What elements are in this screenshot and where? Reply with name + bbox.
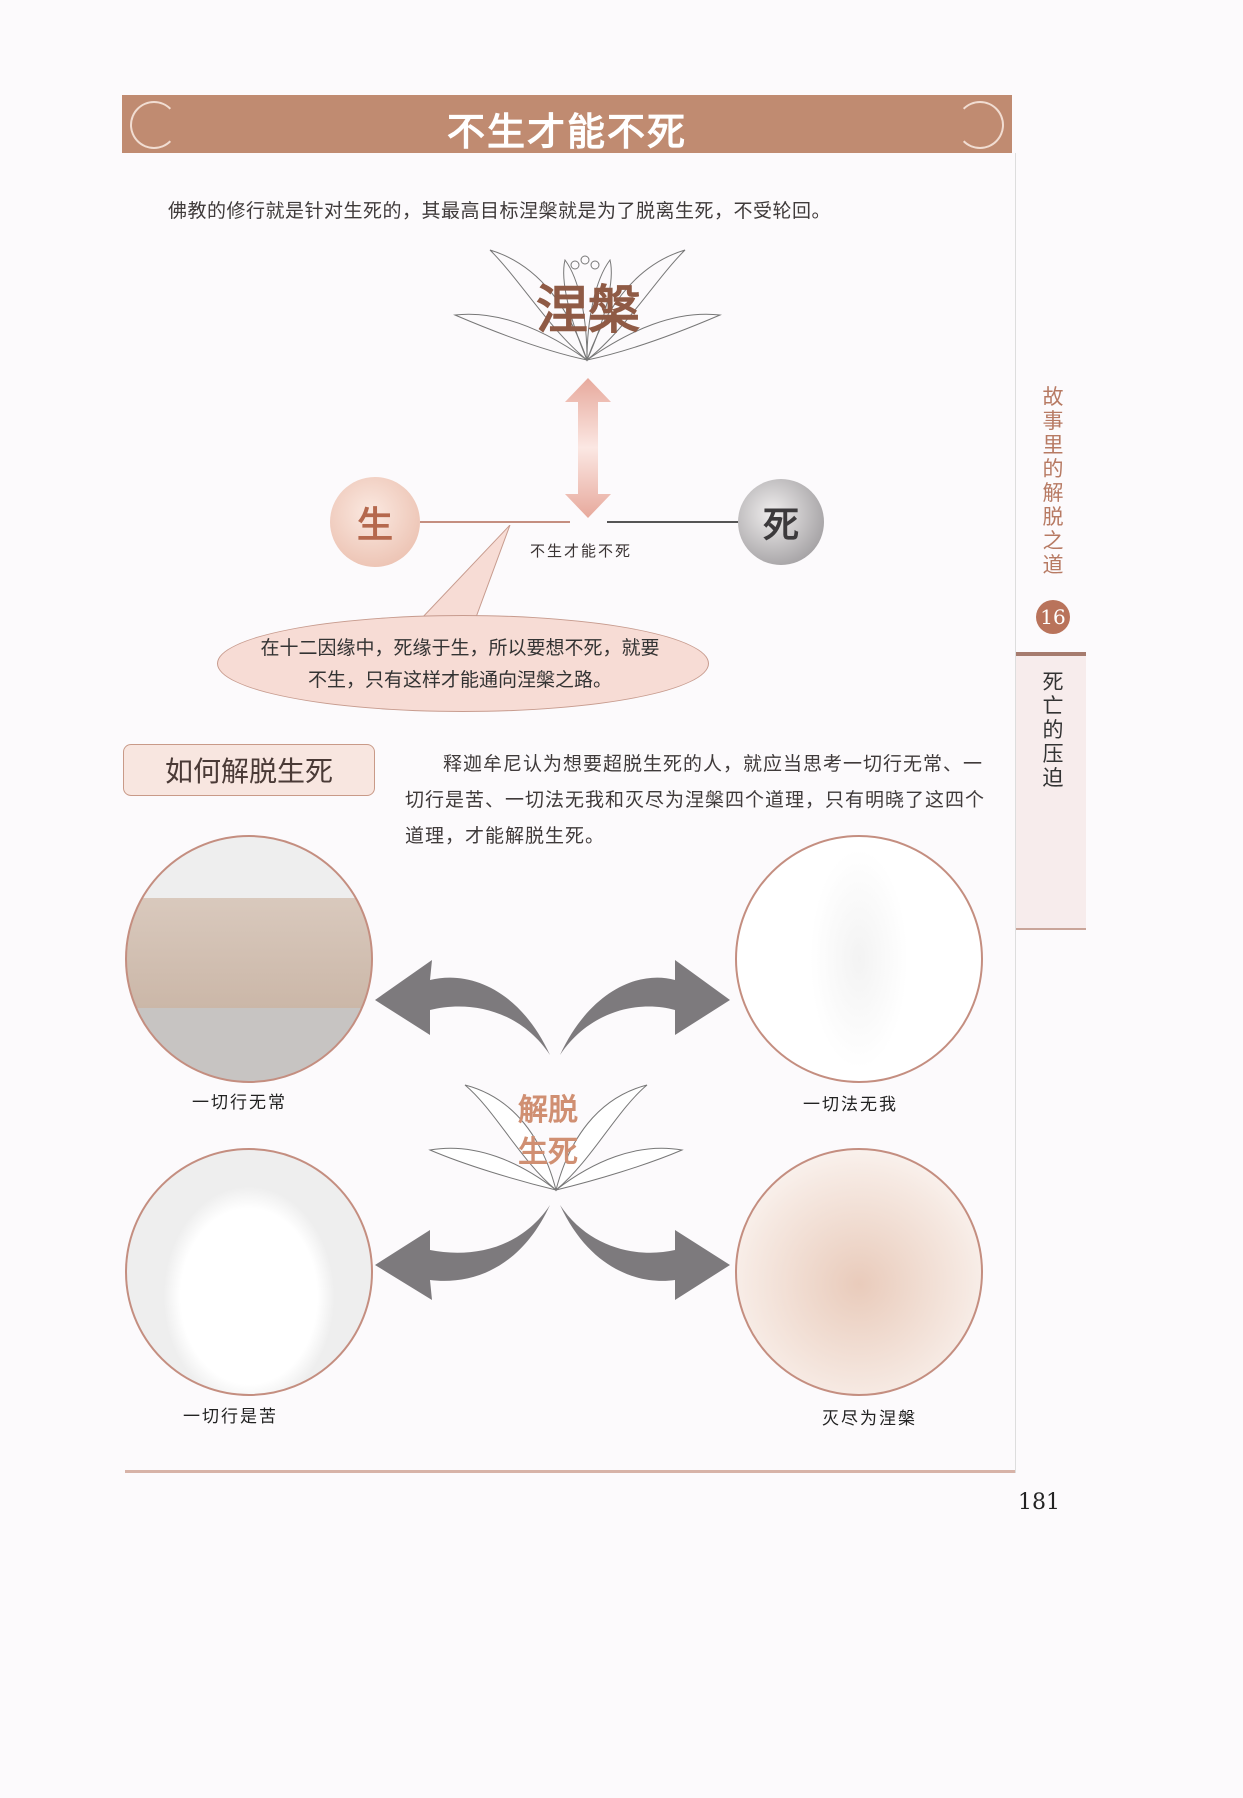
label-nirvana: 灭尽为涅槃	[822, 1409, 917, 1429]
center-label: 解脱 生死	[518, 1090, 578, 1174]
divider-line	[420, 521, 570, 523]
birth-circle: 生	[330, 477, 420, 567]
ornament-icon	[956, 101, 1004, 149]
nirvana-label: 涅槃	[536, 280, 641, 341]
label-no-self: 一切法无我	[803, 1095, 898, 1115]
lotus-icon	[453, 249, 722, 362]
speech-bubble	[217, 615, 709, 712]
body-paragraph: 释迦牟尼认为想要超脱生死的人，就应当思考一切行无常、一切行是苦、一切法无我和灭尽…	[405, 753, 986, 847]
lotus-icon	[428, 1084, 684, 1192]
divider-line	[607, 521, 740, 523]
grave-illustration	[125, 835, 373, 1083]
ornament-icon	[130, 101, 178, 149]
margin-rule	[1015, 153, 1016, 1473]
footer-rule	[125, 1470, 1015, 1473]
chapter-badge: 16	[1036, 600, 1070, 634]
label-impermanence: 一切行无常	[192, 1093, 287, 1113]
buddha-illustration	[735, 1148, 983, 1396]
sidebar-chapter-title: 死亡的压迫	[1042, 670, 1064, 790]
face-illustration	[125, 1148, 373, 1396]
arrow-icon	[560, 960, 730, 1055]
arrow-icon	[375, 1205, 550, 1300]
double-arrow-icon	[565, 378, 611, 518]
diagram-caption: 不生才能不死	[530, 542, 633, 560]
page-number: 181	[1018, 1490, 1060, 1515]
bubble-text: 在十二因缘中，死缘于生，所以要想不死，就要不生，只有这样才能通向涅槃之路。	[260, 637, 660, 691]
page-title: 不生才能不死	[446, 110, 687, 154]
death-circle: 死	[738, 479, 824, 565]
bubble-tail	[418, 525, 511, 621]
sidebar-part-title: 故事里的解脱之道	[1042, 385, 1064, 577]
arrow-icon	[375, 960, 550, 1055]
label-suffering: 一切行是苦	[183, 1407, 278, 1427]
body-illustration	[735, 835, 983, 1083]
arrow-icon	[560, 1205, 730, 1300]
center-label-line1: 解脱	[518, 1093, 578, 1128]
arrows	[375, 960, 730, 1300]
center-label-line2: 生死	[518, 1135, 578, 1170]
intro-text: 佛教的修行就是针对生死的，其最高目标涅槃就是为了脱离生死，不受轮回。	[168, 200, 832, 222]
section-header-bar: 不生才能不死	[122, 95, 1012, 154]
sidebar-tab	[1016, 652, 1086, 930]
subsection-title: 如何解脱生死	[123, 744, 375, 796]
